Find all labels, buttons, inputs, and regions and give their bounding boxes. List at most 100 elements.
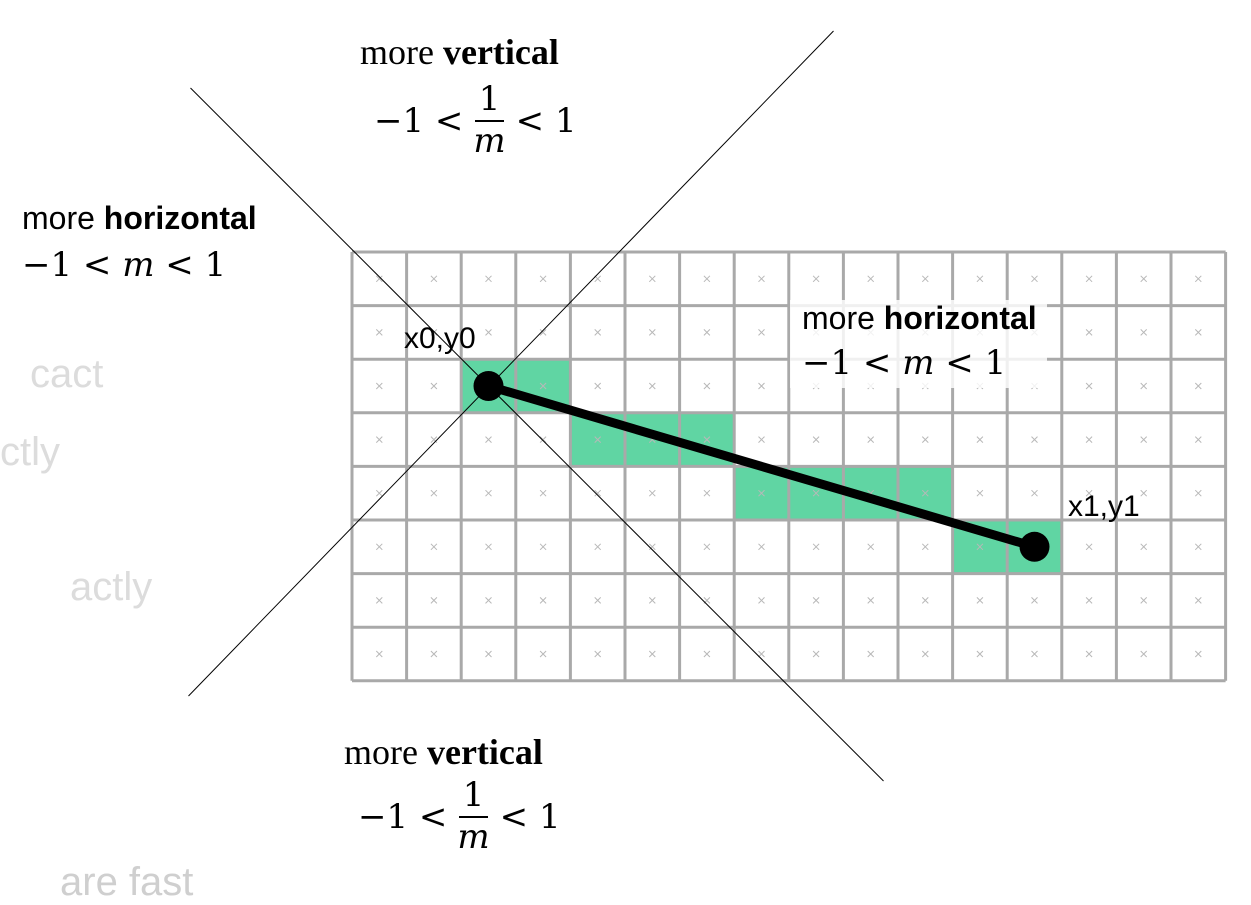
pixel-center-mark (812, 597, 820, 604)
pixel-center-mark (1085, 543, 1093, 551)
region-direction: horizontal (883, 300, 1037, 336)
pixel-center-mark (648, 329, 656, 336)
pixel-center-mark (1085, 597, 1093, 604)
pixel-center-mark (594, 597, 602, 604)
right-region-label: more horizontal −1 < m < 1 (790, 300, 1047, 388)
pixel-center-mark (976, 436, 984, 443)
pixel-center-mark (539, 382, 547, 390)
region-word: more (22, 200, 95, 236)
pixel-center-mark (921, 436, 929, 443)
pixel-center-mark (1140, 650, 1148, 658)
pixel-center-mark (1194, 329, 1202, 336)
pixel-center-mark (1194, 597, 1202, 604)
pixel-center-mark (758, 275, 765, 283)
pixel-center-mark (758, 436, 765, 443)
pixel-center-mark (867, 275, 875, 283)
ghost-text: ctly (0, 430, 60, 474)
pixel-center-mark (1140, 329, 1148, 336)
pixel-center-mark (812, 436, 820, 443)
pixel-center-mark (539, 489, 547, 497)
region-word: more (344, 732, 418, 772)
pixel-center-mark (375, 543, 383, 551)
pixel-center-mark (594, 436, 602, 443)
pixel-center-mark (375, 597, 383, 604)
pixel-center-mark (758, 382, 765, 390)
pixel-center-mark (539, 275, 547, 283)
pixel-center-mark (976, 543, 984, 551)
pixel-center-mark (867, 436, 875, 443)
pixel-center-mark (375, 650, 383, 658)
pixel-center-mark (758, 329, 765, 336)
pixel-center-mark (1031, 597, 1038, 604)
pixel-center-mark (648, 543, 656, 551)
slope-guide-lines (188, 30, 884, 782)
pixel-center-mark (430, 650, 438, 658)
pixel-center-mark (485, 650, 492, 658)
pixel-center-mark (594, 382, 602, 390)
pixel-center-mark (648, 275, 656, 283)
pixel-center-mark (539, 650, 547, 658)
pixel-center-mark (485, 436, 492, 443)
pixel-center-mark (1194, 436, 1202, 443)
pixel-center-mark (1140, 382, 1148, 390)
pixel-center-mark (976, 489, 984, 497)
pixel-center-mark (867, 650, 875, 658)
pixel-center-mark (1085, 275, 1093, 283)
pixel-center-mark (1031, 489, 1038, 497)
pixel-center-mark (1031, 275, 1038, 283)
pixel-center-mark (1140, 597, 1148, 604)
pixel-center-mark (539, 436, 547, 443)
pixel-center-mark (648, 650, 656, 658)
pixel-center-mark (539, 329, 547, 336)
pixel-center-mark (758, 650, 765, 658)
pixel-center-mark (758, 543, 765, 551)
pixel-center-mark (594, 650, 602, 658)
pixel-center-mark (430, 436, 438, 443)
pixel-center-mark (375, 436, 383, 443)
line-segment-stroke (484, 381, 1039, 552)
pixel-center-mark (1140, 275, 1148, 283)
pixel-center-mark (976, 650, 984, 658)
region-direction: horizontal (103, 200, 257, 236)
pixel-center-mark (430, 543, 438, 551)
pixel-center-mark (812, 489, 820, 497)
start-point-label: x0,y0 (404, 322, 476, 355)
pixel-center-mark (648, 489, 656, 497)
pixel-center-mark (375, 275, 383, 283)
left-region-label: more horizontal −1 < m < 1 (22, 202, 257, 282)
pixel-center-mark (703, 650, 711, 658)
pixel-center-mark (1194, 543, 1202, 551)
pixel-center-mark (703, 382, 711, 390)
pixel-center-mark (703, 543, 711, 551)
pixel-center-mark (485, 489, 492, 497)
pixel-center-mark (703, 436, 711, 443)
pixel-center-mark (703, 329, 711, 336)
diagonal-guide-falling (190, 87, 884, 782)
pixel-center-mark (867, 543, 875, 551)
pixel-center-mark (485, 597, 492, 604)
pixel-center-mark (648, 597, 656, 604)
pixel-center-mark (921, 489, 929, 497)
pixel-center-mark (1194, 489, 1202, 497)
pixel-center-mark (375, 329, 383, 336)
pixel-center-mark (430, 597, 438, 604)
pixel-center-mark (1194, 382, 1202, 390)
pixel-center-mark (921, 543, 929, 551)
pixel-center-mark (1085, 650, 1093, 658)
pixel-center-mark (430, 489, 438, 497)
ghost-text: actly (70, 565, 153, 609)
pixel-center-mark (594, 489, 602, 497)
end-point-label: x1,y1 (1068, 490, 1140, 523)
pixel-center-mark (1085, 436, 1093, 443)
pixel-center-mark (594, 329, 602, 336)
pixel-center-mark (1031, 650, 1038, 658)
region-direction: vertical (442, 32, 559, 72)
pixel-center-mark (430, 382, 438, 390)
pixel-center-mark (1140, 543, 1148, 551)
pixel-center-mark (430, 329, 438, 336)
ghost-text: cact (30, 352, 104, 396)
pixel-center-mark (976, 275, 984, 283)
pixel-center-mark (758, 489, 765, 497)
